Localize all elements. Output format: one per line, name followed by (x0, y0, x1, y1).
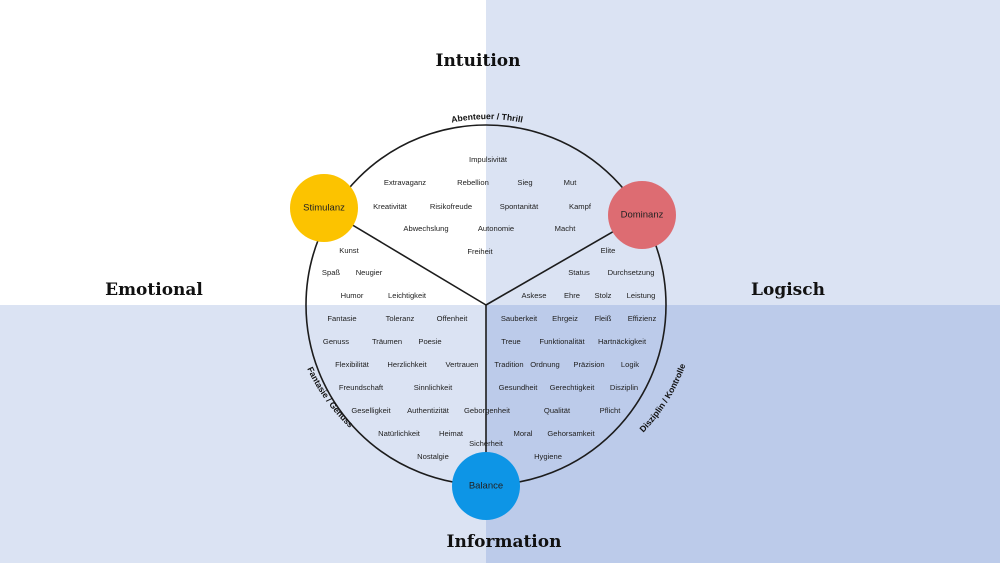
word-heimat: Heimat (439, 429, 464, 438)
word-moral: Moral (514, 429, 533, 438)
word-extravaganz: Extravaganz (384, 178, 426, 187)
word-elite: Elite (601, 246, 616, 255)
word-praezision: Präzision (573, 360, 604, 369)
word-poesie: Poesie (418, 337, 441, 346)
word-fantasie: Fantasie (327, 314, 356, 323)
word-sinnlichkeit: Sinnlichkeit (414, 383, 453, 392)
word-leistung: Leistung (627, 291, 656, 300)
word-kreativitaet: Kreativität (373, 202, 408, 211)
word-nostalgie: Nostalgie (417, 452, 449, 461)
word-spass: Spaß (322, 268, 341, 277)
node-stimulanz-label: Stimulanz (303, 203, 345, 214)
word-abwechslung: Abwechslung (403, 224, 448, 233)
node-stimulanz-circle (290, 174, 358, 242)
word-logik: Logik (621, 360, 639, 369)
word-gehorsamkeit: Gehorsamkeit (547, 429, 595, 438)
word-autonomie: Autonomie (478, 224, 514, 233)
word-flexibilitaet: Flexibilität (335, 360, 370, 369)
word-ehre: Ehre (564, 291, 580, 300)
word-authentizitaet: Authentizität (407, 406, 450, 415)
word-gesundheit: Gesundheit (499, 383, 539, 392)
arc-label-right-text: Disziplin / Kontrolle (637, 362, 687, 434)
arc-label-top-text: Abenteuer / Thrill (450, 111, 523, 124)
quadrant-top-left (0, 0, 486, 305)
word-genuss: Genuss (323, 337, 349, 346)
word-effizienz: Effizienz (628, 314, 657, 323)
word-vertrauen: Vertrauen (446, 360, 479, 369)
node-balance-label: Balance (469, 481, 503, 492)
word-gerechtigkeit: Gerechtigkeit (550, 383, 596, 392)
word-pflicht: Pflicht (600, 406, 622, 415)
word-hygiene: Hygiene (534, 452, 562, 461)
word-kampf: Kampf (569, 202, 592, 211)
word-toleranz: Toleranz (386, 314, 415, 323)
word-leichtigkeit: Leichtigkeit (388, 291, 427, 300)
word-mut: Mut (564, 178, 578, 187)
arc-label-left-text: Fantasie / Genuss (305, 365, 355, 429)
word-freundschaft: Freundschaft (339, 383, 384, 392)
word-stolz: Stolz (595, 291, 612, 300)
word-askese: Askese (522, 291, 547, 300)
axis-label-left: Emotional (105, 280, 203, 300)
word-funktionalitaet: Funktionalität (539, 337, 585, 346)
quadrant-bottom-left (0, 305, 486, 563)
word-offenheit: Offenheit (437, 314, 469, 323)
word-neugier: Neugier (356, 268, 383, 277)
node-dominanz-label: Dominanz (621, 210, 664, 221)
word-traeumen: Träumen (372, 337, 402, 346)
node-dominanz-circle (608, 181, 676, 249)
quadrant-bottom-right (486, 305, 1000, 563)
word-natuerlichkeit: Natürlichkeit (378, 429, 421, 438)
word-freiheit: Freiheit (467, 247, 493, 256)
word-spontanitaet: Spontanität (500, 202, 539, 211)
word-sicherheit: Sicherheit (469, 439, 504, 448)
word-macht: Macht (555, 224, 577, 233)
word-treue: Treue (501, 337, 521, 346)
node-balance-circle (452, 452, 520, 520)
axis-label-bottom: Information (446, 532, 562, 552)
word-impulsivitaet: Impulsivität (469, 155, 508, 164)
axis-label-top: Intuition (435, 51, 521, 71)
axis-label-right: Logisch (751, 280, 825, 300)
word-status: Status (568, 268, 590, 277)
arc-label-left: Fantasie / Genuss (305, 365, 355, 429)
word-sauberkeit: Sauberkeit (501, 314, 538, 323)
quadrant-top-right (486, 0, 1000, 305)
word-hartnaeckigkeit: Hartnäckigkeit (598, 337, 647, 346)
word-geborgenheit: Geborgenheit (464, 406, 511, 415)
word-geselligkeit: Geselligkeit (351, 406, 391, 415)
word-sieg: Sieg (517, 178, 532, 187)
word-kunst: Kunst (339, 246, 359, 255)
word-fleiss: Fleiß (595, 314, 612, 323)
arc-label-top: Abenteuer / Thrill (450, 111, 523, 124)
word-durchsetzung: Durchsetzung (608, 268, 655, 277)
word-tradition: Tradition (494, 360, 523, 369)
word-qualitaet: Qualität (544, 406, 571, 415)
word-ehrgeiz: Ehrgeiz (552, 314, 578, 323)
word-humor: Humor (341, 291, 364, 300)
word-herzlichkeit: Herzlichkeit (387, 360, 427, 369)
word-ordnung: Ordnung (530, 360, 560, 369)
arc-label-right: Disziplin / Kontrolle (637, 362, 687, 434)
word-risikofreude: Risikofreude (430, 202, 472, 211)
word-disziplin: Disziplin (610, 383, 638, 392)
word-rebellion: Rebellion (457, 178, 489, 187)
